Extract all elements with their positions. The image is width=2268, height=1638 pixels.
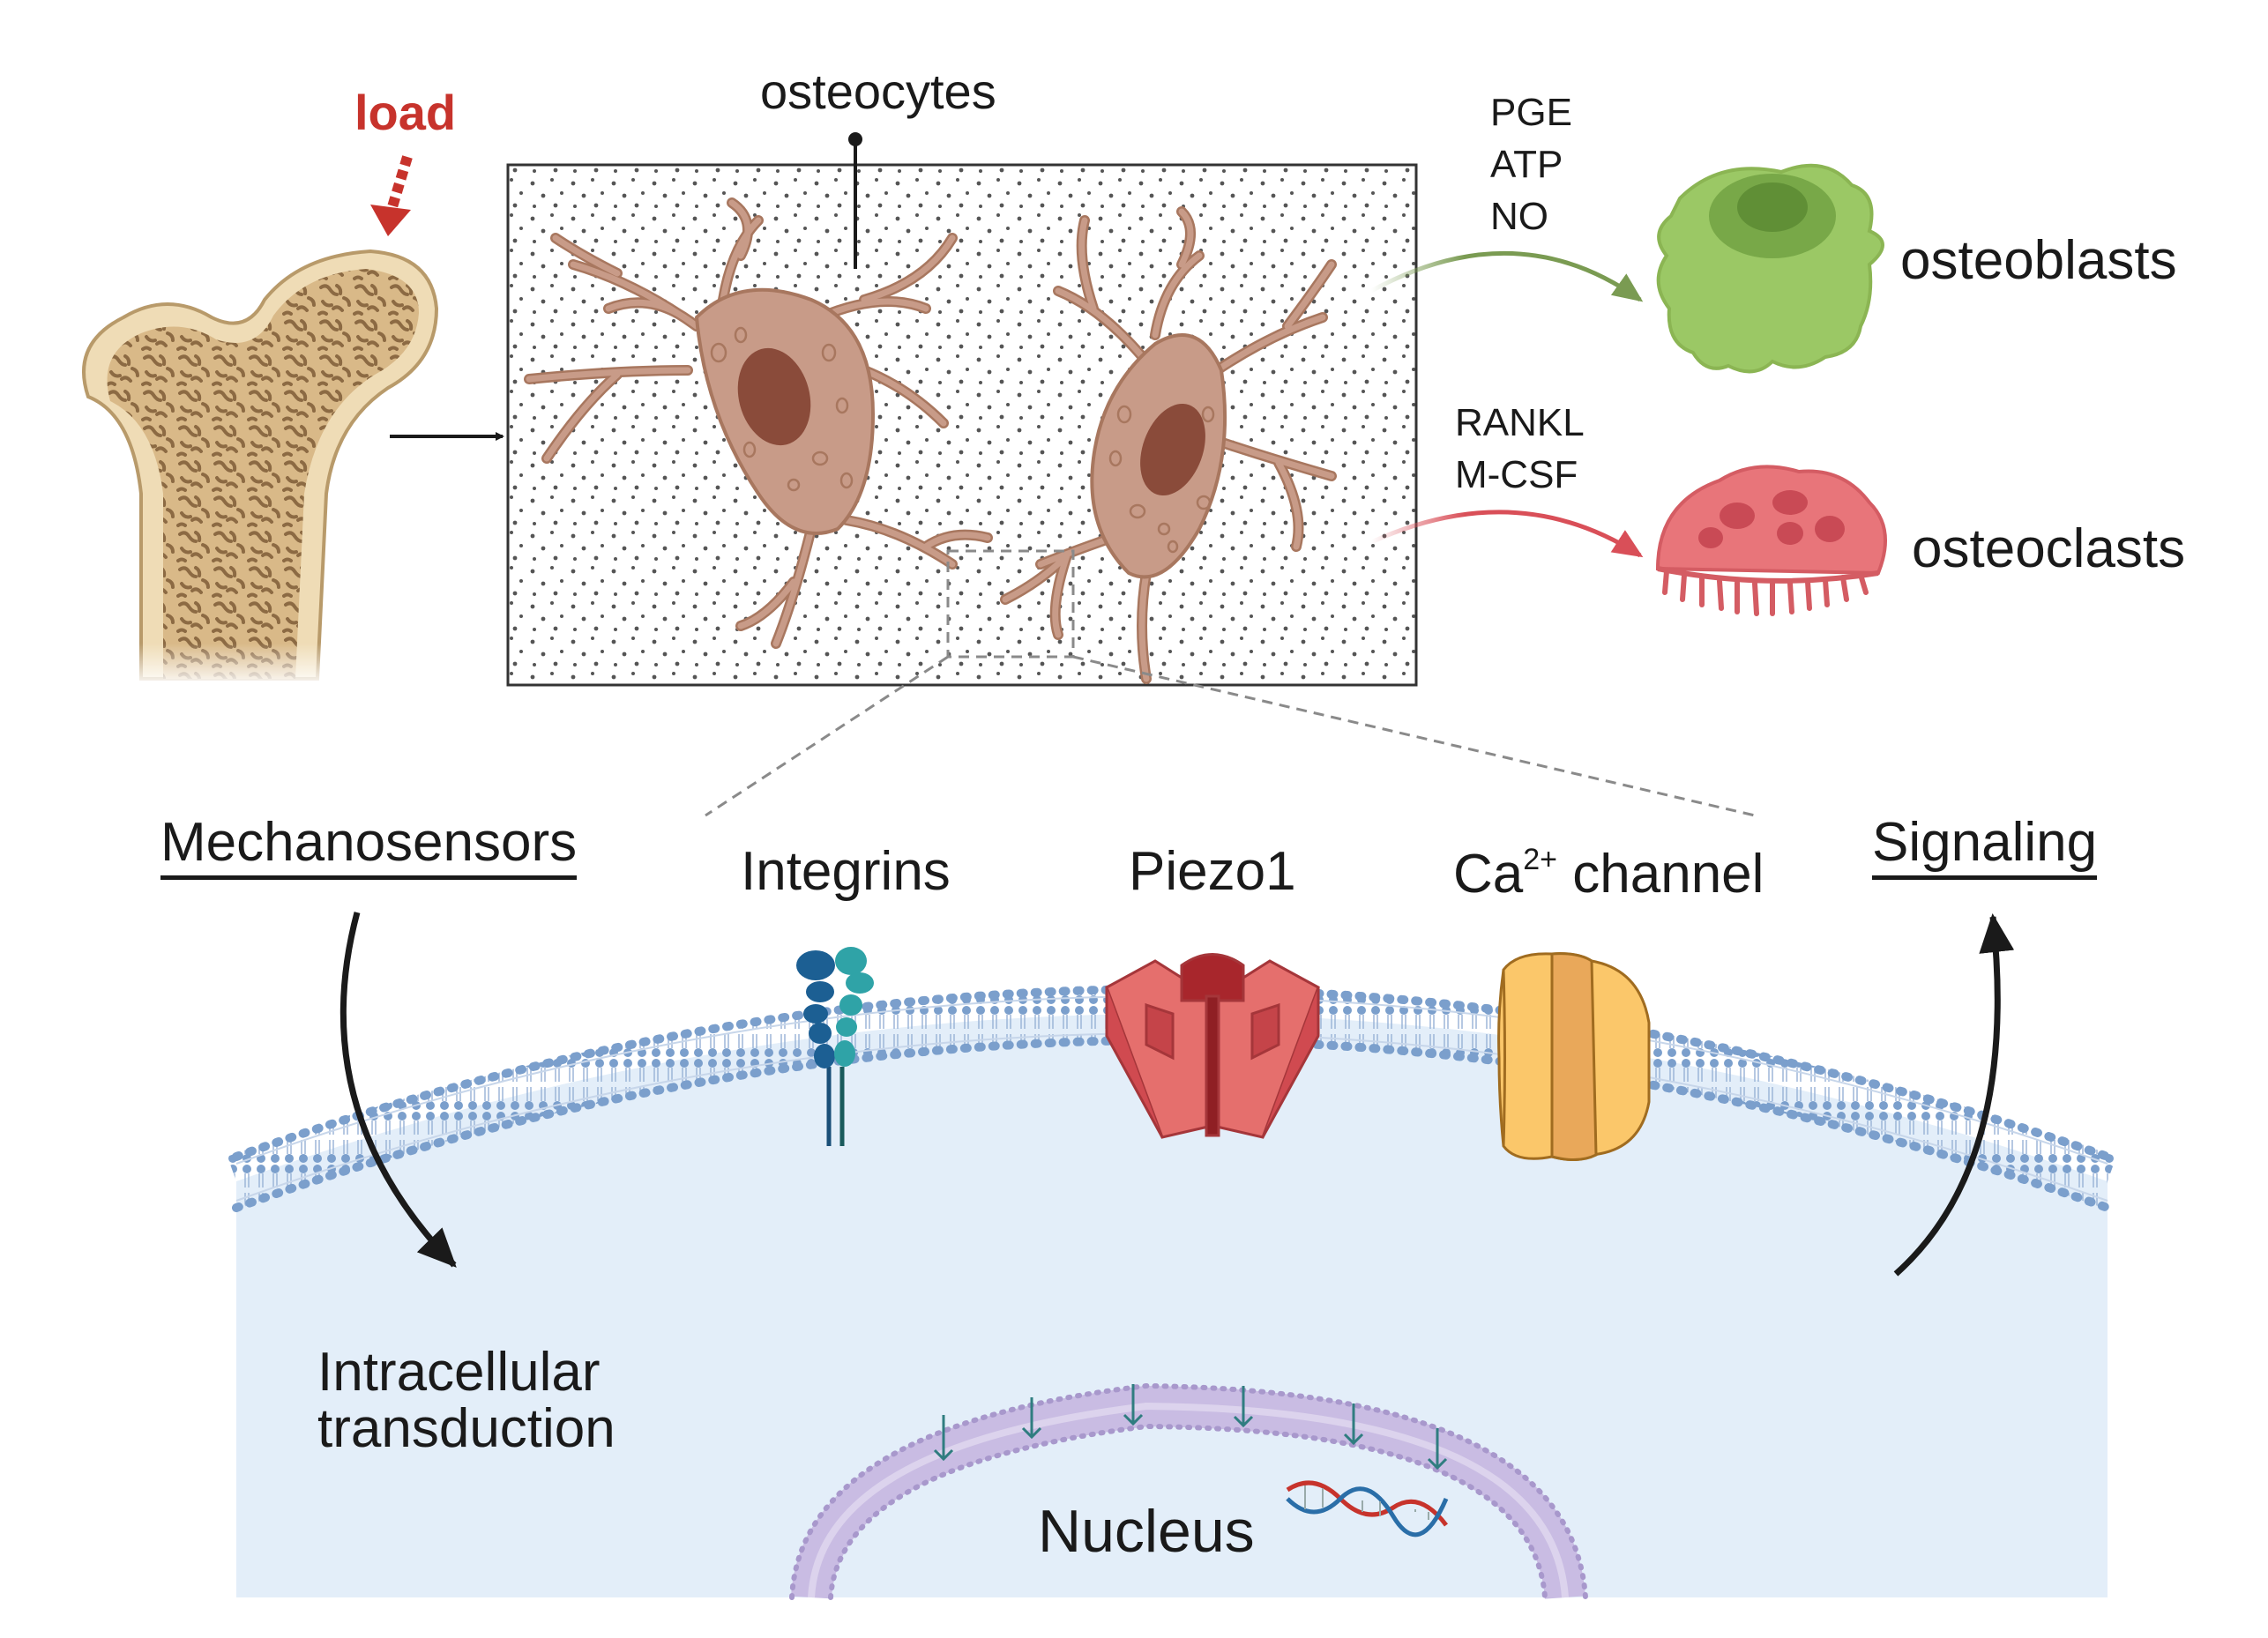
piezo1-channel-icon [1105,953,1320,1139]
intracellular-line2: transduction [317,1398,615,1459]
osteoblast-signal-arrow [1369,250,1644,302]
integrin-receptor-icon [796,947,874,1146]
intracellular-transduction-label: Intracellular transduction [317,1344,615,1457]
osteoclasts-label: osteoclasts [1912,518,2186,579]
signaling-arrow [1893,913,2015,1277]
dna-helix-icon [1286,1480,1449,1537]
osteocyte-nucleus [737,347,811,446]
signaling-heading: Signaling [1872,815,2098,880]
osteoclast-nuclei [1698,490,1845,548]
load-label: load [354,85,457,140]
load-arrow [370,155,413,236]
ca-channel-label: Ca2+ channel [1453,845,1764,902]
osteocyte-cell [524,197,993,649]
cell-cross-section [227,912,2117,1600]
nucleus [789,1382,1588,1600]
osteocyte-nucleus [1140,403,1205,496]
osteoblast-cell [1656,163,1884,374]
zoom-inset [705,549,1756,817]
osteoblast-signal-list: PGE ATP NO [1490,86,1572,242]
signal-molecule: PGE [1490,91,1572,134]
osteocyte-cell [1000,206,1337,684]
ca-channel-prefix: Ca [1453,844,1524,905]
osteoclast-signal-arrow [1369,510,1644,558]
intracellular-line1: Intracellular [317,1342,601,1403]
nucleus-label: Nucleus [1038,1498,1255,1565]
signal-molecule: NO [1490,195,1548,238]
osteocytes-pointer [848,132,862,269]
femur-bone [79,249,439,688]
osteoclast-cell [1655,465,1887,616]
signal-molecule: RANKL [1455,401,1585,444]
osteoblasts-label: osteoblasts [1900,230,2177,291]
mechanosensors-heading: Mechanosensors [160,815,578,880]
osteocytes-label: osteocytes [760,63,996,119]
ca-channel-suffix: channel [1557,844,1764,905]
signal-molecule: M-CSF [1455,453,1578,496]
integrins-label: Integrins [741,841,951,902]
osteocyte-tissue-box [506,163,1418,687]
ca-channel-superscript: 2+ [1523,843,1558,876]
piezo1-label: Piezo1 [1129,841,1296,902]
osteoclast-signal-list: RANKL M-CSF [1455,397,1585,501]
signal-molecule: ATP [1490,143,1563,186]
transduction-arrow [339,912,457,1268]
calcium-channel-icon [1497,952,1651,1161]
